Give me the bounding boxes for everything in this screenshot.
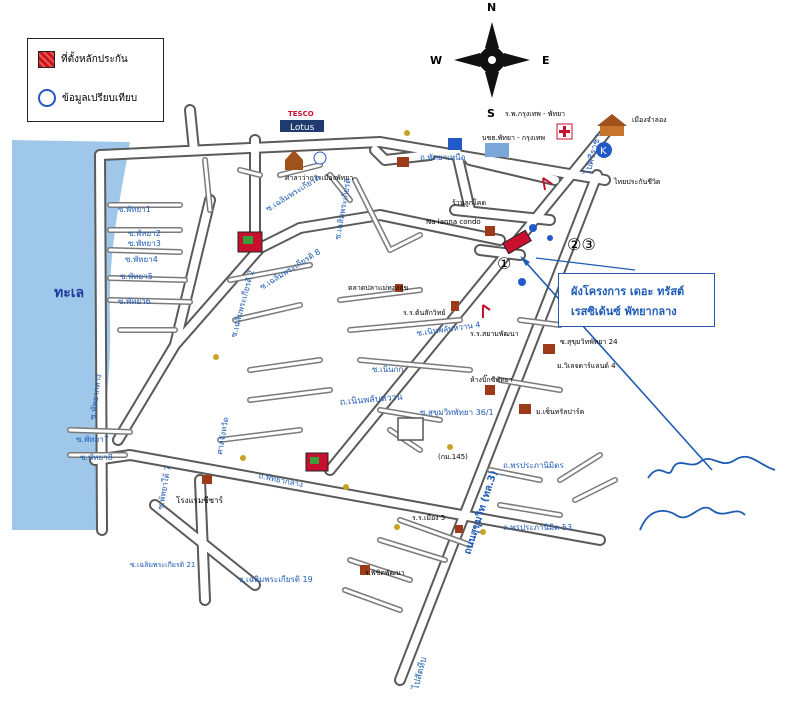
label-nern-plub-main: ถ.เนินพลับหวาน [339, 392, 403, 408]
label-rs-ton-sak: ร.ร.ต้นสักวิทย์ [403, 309, 445, 317]
label-chaloem-e: ซ.เฉลิมพระเกียรติ 19 [238, 575, 313, 584]
pond [397, 417, 424, 441]
label-pattaya-nuea: ถ.พัทยาเหนือ [420, 153, 466, 162]
bank-building-icon [485, 143, 509, 157]
legend-row-comparison: ข้อมูลเปรียบเทียบ [38, 89, 137, 107]
insurance-icon-glyph: K [600, 146, 607, 157]
label-soi-pattaya7: ซ.พัทยา7 [76, 435, 109, 444]
compass-north: N [487, 1, 496, 14]
label-km145: (กม.145) [438, 453, 468, 461]
label-rs-siam: ร.ร.สยามพัฒนา [470, 330, 519, 338]
marker-drops [518, 224, 553, 286]
label-soi-pattaya1: ซ.พัทยา1 [118, 205, 151, 214]
project-title-line2: เรสซิเด้นซ์ พัทยากลาง [571, 305, 677, 318]
comparison-marker-2-3: ②③ [567, 235, 596, 254]
compass-west: W [430, 54, 442, 67]
project-site-marker [502, 229, 532, 255]
label-chaloem-b: ซ.เฉลิมพระเกียรติ 8 [258, 247, 322, 292]
label-hotel: โรงแรมซีซาร์ [176, 495, 224, 505]
label-chaloem-f: ซ.เฉลิมพระเกียรติ 21 [130, 561, 195, 569]
lotus-label: Lotus [290, 123, 315, 133]
tesco-lotus-sign [280, 120, 324, 132]
temple-icon [597, 114, 627, 136]
collateral-swatch-icon [38, 51, 55, 68]
comparison-circle-icon [38, 89, 56, 107]
label-central-market: ห้างบิ๊กซีพัทยา [470, 374, 513, 384]
label-central-park: ม.เซ็นทรัลปาร์ค [536, 407, 585, 416]
label-sea: ทะเล [54, 285, 84, 301]
label-hospital: ร.พ.กรุงเทพ - พัทยา [505, 110, 565, 118]
legend-row-collateral: ที่ตั้งหลักประกัน [38, 51, 128, 68]
collateral-marker [243, 236, 253, 244]
signature [639, 455, 776, 531]
project-title-line1: ผังโครงการ เดอะ ทรัสต์ [571, 285, 685, 298]
label-land-home: ม.วิเลจดาร์แลนด์ 4 [557, 362, 616, 370]
label-thanon-nern: ซ.เนินกก [372, 365, 403, 374]
label-supreme-court: ศาลจังหวัด [215, 416, 230, 455]
city-hall-seal-icon [313, 151, 327, 165]
label-pornprapa53: ถ.พรประภานิมิต 53 [503, 523, 572, 532]
legend: ที่ตั้งหลักประกัน ข้อมูลเปรียบเทียบ [27, 38, 164, 122]
city-hall-icon [285, 150, 303, 170]
compass-east: E [542, 54, 550, 67]
project-callout: ผังโครงการ เดอะ ทรัสต์ เรสซิเด้นซ์ พัทยา… [558, 273, 715, 327]
label-city-hall: ศาลาว่าการเมืองพัทยา [285, 174, 353, 182]
flag-icon [482, 304, 491, 318]
label-soi-pattaya8: ซ.พัทยา8 [80, 453, 113, 462]
bank-icon [448, 138, 462, 150]
label-muang-jamlong: เมืองจำลอง [632, 116, 667, 124]
label-soi-pattaya-tai: ซ.พัทยาใต้ 7 [156, 465, 173, 510]
project-pointer-arrow [520, 256, 530, 266]
label-pornprapa: ถ.พรประภานิมิตร [503, 461, 564, 470]
label-lon-look-khot: ร้านลูกโคด [452, 198, 486, 207]
collateral-marker [310, 457, 319, 464]
label-soi-pattaya4: ซ.พัทยา4 [125, 255, 158, 264]
comparison-marker-1: ① [497, 254, 511, 273]
label-soi-pattaya2: ซ.พัทยา2 [128, 229, 161, 238]
building-icons [202, 157, 555, 575]
hospital-icon [556, 123, 573, 140]
sea-area [12, 140, 130, 530]
tesco-label: TESCO [288, 110, 314, 118]
flag-icon [542, 177, 553, 191]
label-soi-pattaya3: ซ.พัทยา3 [128, 239, 161, 248]
label-na-lanna: Na lanna condo [426, 218, 481, 226]
label-soi-pattaya6: ซ.พัทยา6 [118, 297, 151, 306]
label-muang5: ร.ร.เมือง 5 [412, 514, 445, 522]
road-network [67, 104, 618, 686]
project-pointer-top [535, 257, 636, 271]
label-talad-plam: ตลาดปลาแม่ทองสุข [348, 284, 409, 292]
project-pointer [521, 257, 713, 471]
label-soi-pattaya5: ซ.พัทยา5 [120, 272, 153, 281]
small-pins [213, 130, 486, 535]
label-sukhumvit36: ซ.สุขุมวิทพัทยา 36/1 [420, 408, 494, 417]
legend-comparison-label: ข้อมูลเปรียบเทียบ [62, 92, 138, 104]
label-bank: บชธ.พัทยา - กรุงเทพ [482, 134, 545, 142]
legend-collateral-label: ที่ตั้งหลักประกัน [61, 54, 128, 65]
insurance-icon [596, 142, 612, 158]
label-thai-insurance: ไทยประกันชีวิต [613, 177, 661, 186]
compass-icon [454, 22, 530, 98]
label-phichit: ร.พิชิตพัฒนา [365, 569, 405, 577]
label-sukhumvit24: ซ.สุขุมวิทพัทยา 24 [560, 338, 618, 346]
compass-south: S [487, 107, 495, 120]
